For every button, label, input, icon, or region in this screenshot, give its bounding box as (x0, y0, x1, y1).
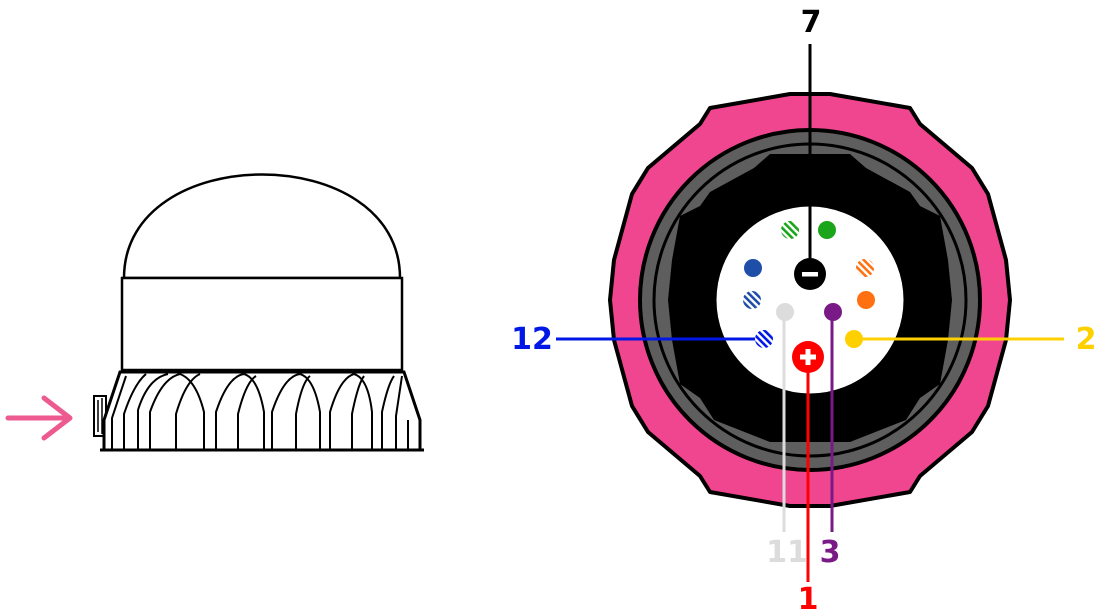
pin-11-label: 11 (766, 535, 808, 570)
front-view (556, 44, 1064, 582)
pin-1-label: 1 (798, 582, 819, 614)
pin-2-label: 2 (1076, 322, 1097, 357)
pin-green-striped (781, 221, 799, 239)
dome-cap (122, 173, 402, 280)
side-view (5, 173, 424, 452)
pin-2-contact (845, 330, 863, 348)
pin-blue-striped (743, 291, 761, 309)
plus-icon (800, 349, 816, 365)
knurled-nut (100, 370, 424, 452)
pin-3-label: 3 (820, 535, 841, 570)
pin-7-label: 7 (801, 5, 822, 40)
pin-12-contact (755, 330, 773, 348)
pin-12-label: 12 (511, 322, 553, 357)
pin-green (818, 221, 836, 239)
minus-icon (802, 272, 818, 277)
insert-arrow-icon (5, 395, 73, 441)
pin-blue (744, 259, 762, 277)
housing-body (120, 276, 404, 372)
pin-3-contact (824, 303, 842, 321)
pin-orange (857, 291, 875, 309)
pin-11-contact (776, 303, 794, 321)
pin-orange-striped (856, 259, 874, 277)
